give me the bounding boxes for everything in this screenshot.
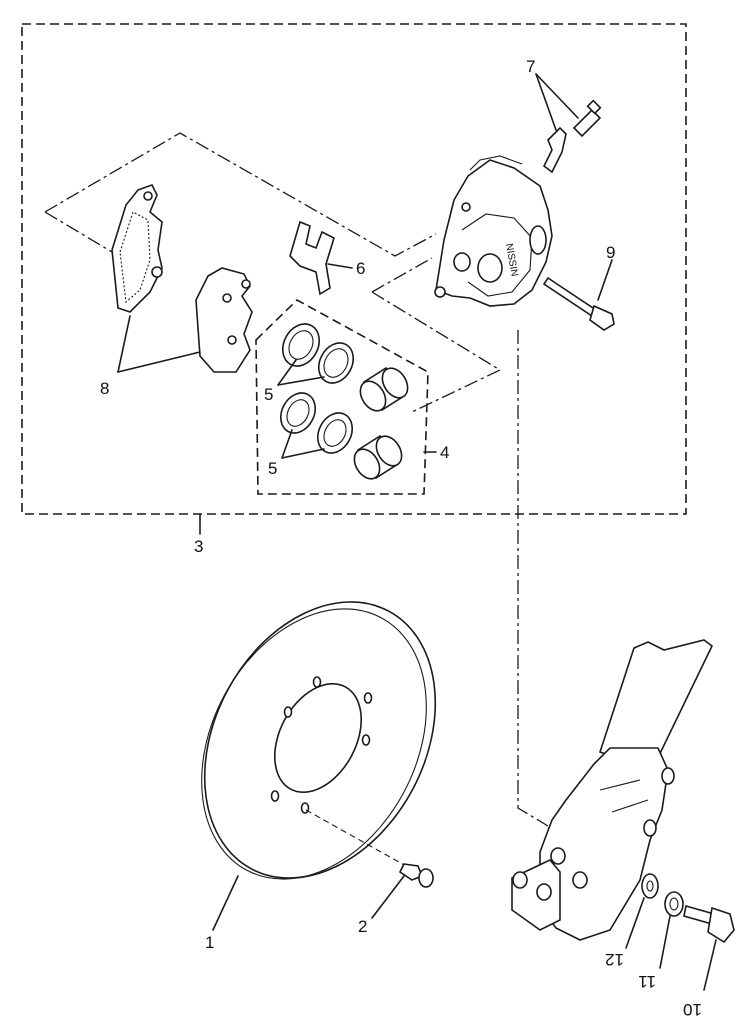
callout-5b: 5 (268, 459, 277, 478)
leader-7b (535, 73, 557, 131)
callout-2: 2 (358, 917, 367, 936)
callout-12: 12 (605, 950, 624, 969)
caliper-assembly-boundary (21, 23, 687, 515)
callout-4: 4 (440, 443, 449, 462)
pad-assembly-line-lower (44, 211, 113, 253)
callout-6: 6 (356, 259, 365, 278)
brake-caliper-body: NISSIN (434, 155, 553, 307)
piston-1 (359, 366, 409, 412)
pad-pin-bolt (542, 276, 615, 331)
callout-11: 11 (638, 972, 656, 991)
pad-spring-clip (289, 220, 335, 296)
dust-seal-2 (316, 412, 354, 454)
leader-5b-1 (281, 429, 293, 459)
caliper-mount-bolt (683, 904, 735, 944)
brake-pad-left (111, 184, 163, 313)
mount-assembly-line (517, 330, 549, 827)
piston-assembly-line (371, 257, 433, 293)
leader-5b-2 (281, 448, 325, 459)
bleed-screw (572, 99, 602, 138)
callout-7: 7 (526, 57, 535, 76)
pad-assembly-line (44, 132, 437, 257)
leader-8b (117, 351, 201, 373)
piston-seal-2 (279, 392, 317, 434)
callout-3: 3 (194, 537, 203, 556)
washer (641, 873, 659, 899)
leader-11 (659, 915, 671, 969)
brake-pad-right (195, 267, 253, 373)
seal-kit-boundary (255, 299, 429, 495)
piston-seal-1 (281, 323, 321, 367)
leader-7a (535, 73, 579, 119)
leader-12 (625, 897, 645, 949)
leader-1 (212, 875, 239, 931)
brake-disc (201, 601, 437, 880)
leader-2 (371, 875, 405, 919)
leader-9 (597, 259, 613, 301)
dust-seal-1 (317, 342, 355, 384)
leader-8a (117, 315, 131, 373)
callout-5a: 5 (264, 385, 273, 404)
front-fork (511, 639, 714, 941)
callout-8: 8 (100, 379, 109, 398)
leader-6 (327, 263, 353, 269)
lock-washer (664, 891, 684, 917)
leader-10 (703, 939, 717, 991)
leader-5a-2 (277, 376, 325, 386)
bleed-screw-cap (542, 126, 567, 174)
callout-10: 10 (683, 1000, 702, 1019)
piston-2 (353, 434, 403, 480)
disc-bolt (305, 809, 434, 888)
callout-9: 9 (606, 243, 615, 262)
leader-5a-1 (277, 359, 297, 386)
callout-1: 1 (205, 933, 214, 952)
